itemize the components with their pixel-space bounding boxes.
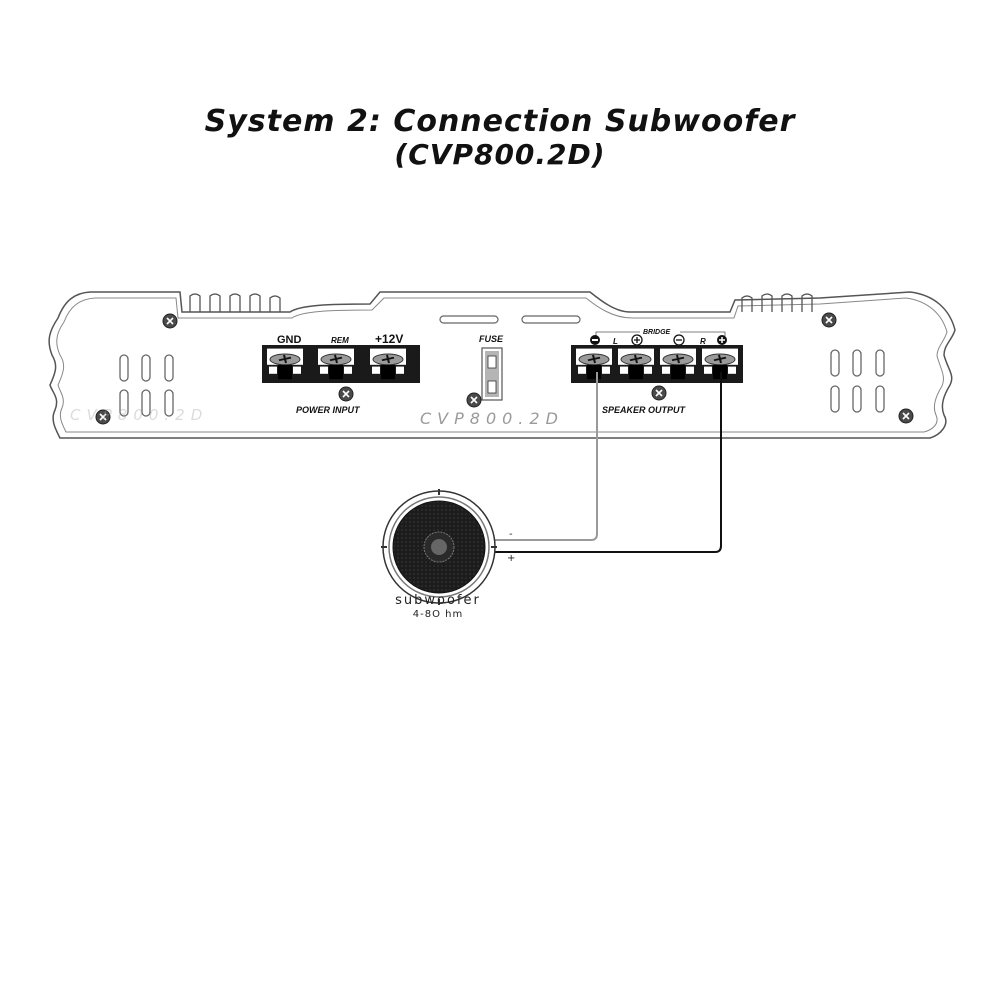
screw-icon [898, 408, 914, 424]
diagram-subtitle-model: (CVP800.2D) [394, 138, 606, 171]
fuse-label: FUSE [479, 334, 504, 344]
screw-icon [338, 386, 354, 402]
positive-wire-mark: + [507, 553, 515, 564]
terminal-right-minus[interactable] [656, 344, 700, 384]
power-input-block: GND REM +12V POWER INPUT [262, 332, 420, 415]
terminal-label-gnd: GND [277, 334, 302, 346]
negative-wire-mark: - [509, 529, 513, 540]
screw-icon [466, 392, 482, 408]
terminal-label-12v: +12V [375, 332, 403, 346]
channel-right-label: R [700, 337, 706, 346]
screw-icon [821, 312, 837, 328]
bridge-label: BRIDGE [643, 329, 671, 336]
subwoofer-impedance: 4-8O hm [413, 609, 463, 620]
terminal-left-minus[interactable] [572, 344, 616, 384]
screw-icon [162, 313, 178, 329]
positive-wire [490, 372, 722, 553]
fuse-holder: FUSE [479, 334, 504, 401]
model-watermark: CVP800.2D [420, 409, 564, 428]
speaker-output-label: SPEAKER OUTPUT [602, 405, 687, 415]
speaker-output-block: BRIDGE L R SPEAKER OUTPUT [571, 327, 743, 415]
terminal-rem[interactable] [314, 344, 358, 384]
screw-icon [651, 385, 667, 401]
model-watermark-left: CVP800.2D [70, 406, 208, 424]
terminal-label-rem: REM [331, 336, 349, 345]
terminal-left-plus[interactable] [614, 344, 658, 384]
diagram-title: System 2: Connection Subwoofer [204, 104, 796, 139]
channel-left-label: L [613, 337, 618, 346]
terminal-gnd[interactable] [263, 344, 307, 384]
subwoofer-speaker [381, 489, 497, 605]
terminal-12v[interactable] [366, 344, 410, 384]
power-input-label: POWER INPUT [296, 405, 361, 415]
subwoofer-label: subwoofer [395, 593, 481, 608]
speaker-wires: - + [490, 372, 722, 564]
negative-wire [490, 372, 598, 541]
